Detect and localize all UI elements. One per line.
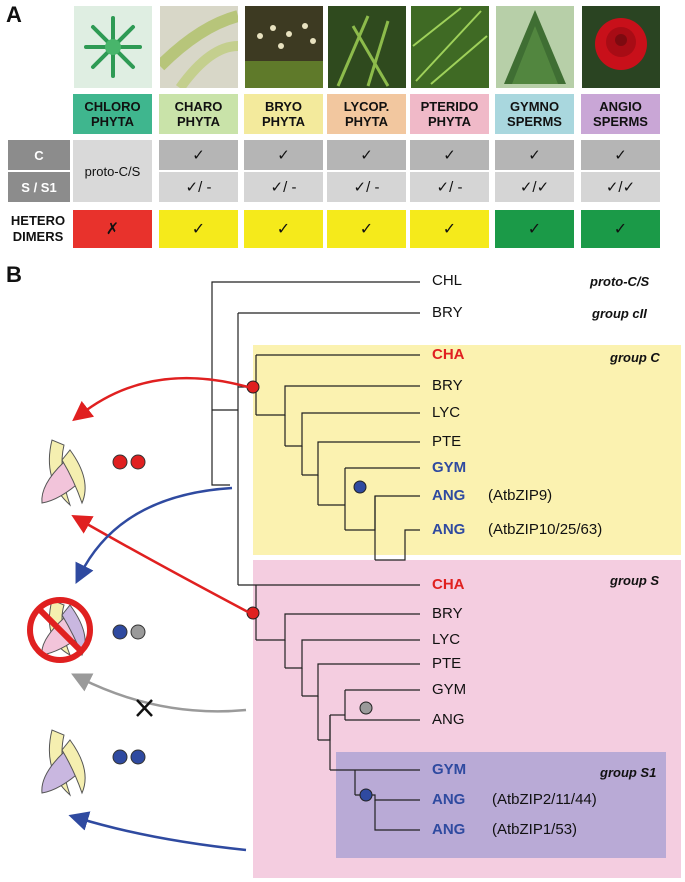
panel-b-label: B xyxy=(6,262,22,287)
taxon-s1-ang1: ANG xyxy=(432,791,466,808)
group-label-s: group S xyxy=(610,573,660,588)
red-circle-icon xyxy=(112,454,128,470)
lycophyte-icon xyxy=(328,6,406,88)
hetero-cell: ✓ xyxy=(410,210,489,248)
group-label-proto: proto-C/S xyxy=(590,274,650,289)
green-alga-icon xyxy=(74,6,152,88)
clade-header: LYCOP.PHYTA xyxy=(327,94,406,134)
red-circle-icon xyxy=(246,380,260,394)
red-circle-icon xyxy=(130,454,146,470)
blue-circle-icon xyxy=(353,480,367,494)
c-cell: ✓ xyxy=(159,140,238,170)
taxon-bry: BRY xyxy=(432,304,463,321)
c-cell: ✓ xyxy=(327,140,406,170)
taxon-c-lyc: LYC xyxy=(432,404,461,421)
taxon-c-cha: CHA xyxy=(432,346,465,363)
rose-icon xyxy=(582,6,660,88)
c-cell: ✓ xyxy=(581,140,660,170)
taxon-s-lyc: LYC xyxy=(432,631,461,648)
c-cell: ✓ xyxy=(410,140,489,170)
group-label-s1: group S1 xyxy=(600,765,657,780)
taxon-s-cha: CHA xyxy=(432,576,465,593)
group-label-cii: group cII xyxy=(592,306,647,321)
taxon-s1-gym: GYM xyxy=(432,761,467,778)
panel-a-label: A xyxy=(6,2,22,27)
c-cell: ✓ xyxy=(244,140,323,170)
taxon-chl: CHL xyxy=(432,272,463,289)
blue-circle-icon xyxy=(130,749,146,765)
group-c-box xyxy=(253,345,681,555)
taxon-s-pte: PTE xyxy=(432,655,462,672)
taxon-s-bry: BRY xyxy=(432,605,463,622)
blue-circle-icon xyxy=(112,749,128,765)
taxon-c-ang2: ANG xyxy=(432,521,466,538)
s-cell: ✓/ - xyxy=(244,172,323,202)
group-label-c: group C xyxy=(610,350,660,365)
taxon-s-ang: ANG xyxy=(432,711,465,728)
moss-icon xyxy=(245,6,323,88)
hetero-cell: ✓ xyxy=(244,210,323,248)
taxon-s1-ang2: ANG xyxy=(432,821,466,838)
taxon-s-gym: GYM xyxy=(432,681,467,698)
dimer-purple-yellow-icon xyxy=(41,729,86,797)
s-cell: ✓/ - xyxy=(327,172,406,202)
red-circle-icon xyxy=(246,606,260,620)
s-cell: ✓/✓ xyxy=(581,172,660,202)
s-cell: ✓/ - xyxy=(159,172,238,202)
row-label-c: C xyxy=(8,140,70,170)
gray-circle-icon xyxy=(359,701,373,715)
hetero-cell: ✓ xyxy=(581,210,660,248)
taxon-c-bry: BRY xyxy=(432,377,463,394)
taxon-c-pte: PTE xyxy=(432,433,462,450)
s-cell: ✓/ - xyxy=(410,172,489,202)
no-dimer-icon xyxy=(27,597,93,663)
hetero-cell: ✗ xyxy=(73,210,152,248)
hetero-cell: ✓ xyxy=(327,210,406,248)
hetero-cell: ✓ xyxy=(159,210,238,248)
charophyte-icon xyxy=(155,6,240,91)
proto-cs-cell: proto-C/S xyxy=(73,140,152,202)
blue-circle-icon xyxy=(359,788,373,802)
fern-icon xyxy=(411,6,489,88)
dimer-pink-yellow-icon xyxy=(41,439,86,507)
gene-c-ang2: (AtbZIP10/25/63) xyxy=(488,521,603,538)
taxon-c-ang1: ANG xyxy=(432,487,466,504)
blue-circle-icon xyxy=(112,624,128,640)
s-cell: ✓/✓ xyxy=(495,172,574,202)
gray-circle-icon xyxy=(130,624,146,640)
row-label-s: S / S1 xyxy=(8,172,70,202)
taxon-c-gym: GYM xyxy=(432,459,467,476)
c-cell: ✓ xyxy=(495,140,574,170)
gene-s1-ang1: (AtbZIP2/11/44) xyxy=(492,791,597,808)
conifer-icon xyxy=(496,6,574,88)
gene-c-ang1: (AtbZIP9) xyxy=(488,487,553,504)
gene-s1-ang2: (AtbZIP1/53) xyxy=(492,821,578,838)
hetero-cell: ✓ xyxy=(495,210,574,248)
cross-mark-icon xyxy=(136,699,153,717)
